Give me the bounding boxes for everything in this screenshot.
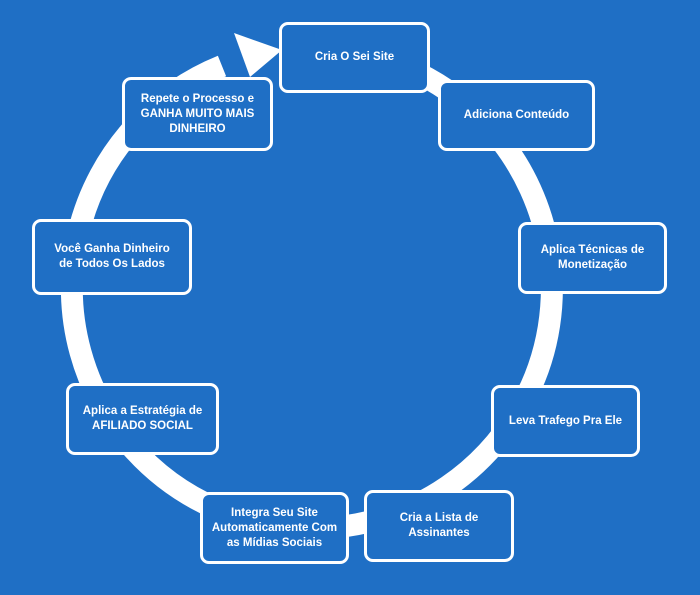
step-7-afiliado-social[interactable]: Aplica a Estratégia de AFILIADO SOCIAL — [66, 383, 219, 455]
step-9-repete-processo[interactable]: Repete o Processo e GANHA MUITO MAIS DIN… — [122, 77, 273, 151]
step-4-leva-trafego[interactable]: Leva Trafego Pra Ele — [491, 385, 640, 457]
step-6-integra-midias-sociais[interactable]: Integra Seu Site Automaticamente Com as … — [200, 492, 349, 564]
step-8-ganha-dinheiro[interactable]: Você Ganha Dinheiro de Todos Os Lados — [32, 219, 192, 295]
step-1-cria-site[interactable]: Cria O Sei Site — [279, 22, 430, 93]
cycle-arrowhead-icon — [234, 33, 282, 77]
step-3-tecnicas-monetizacao[interactable]: Aplica Técnicas de Monetização — [518, 222, 667, 294]
step-2-adiciona-conteudo[interactable]: Adiciona Conteúdo — [438, 80, 595, 151]
step-5-lista-assinantes[interactable]: Cria a Lista de Assinantes — [364, 490, 514, 562]
